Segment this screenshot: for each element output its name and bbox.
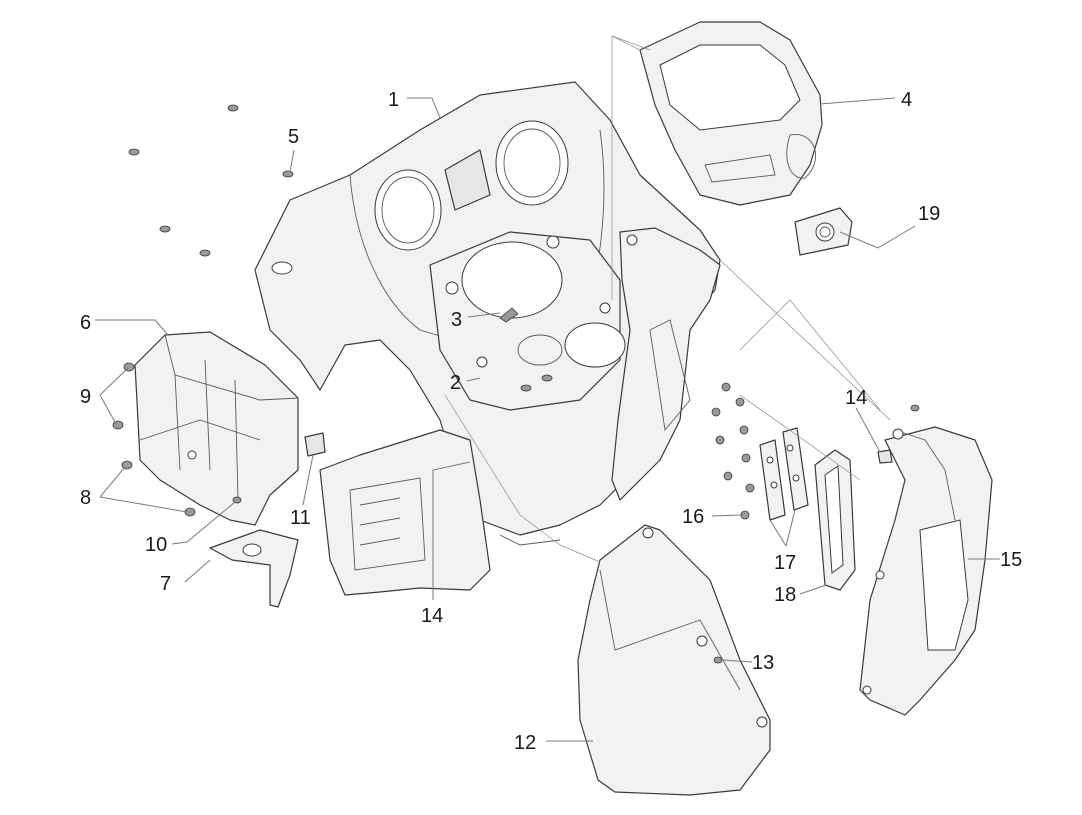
part-11-clip: [304, 432, 326, 457]
part-12-leg-cover: [577, 524, 771, 796]
callout-17: 17: [774, 552, 796, 574]
callout-19: 19: [918, 203, 940, 225]
part-14-clip-right: [877, 449, 893, 464]
callout-3: 3: [451, 309, 462, 331]
part-13-screw: [713, 656, 723, 664]
callout-14-left: 14: [421, 605, 443, 627]
projection-lines: [444, 35, 891, 563]
callout-11: 11: [290, 507, 311, 529]
part-4-instrument-cover: [611, 21, 823, 206]
part-2-fastener: [520, 374, 553, 392]
callout-5: 5: [288, 126, 299, 148]
callout-4: 4: [901, 89, 912, 111]
part-19-switch-cap: [794, 207, 853, 256]
callout-13: 13: [752, 652, 774, 674]
callout-14-right: 14: [845, 387, 867, 409]
part-lower-inner-bracket: [319, 429, 491, 596]
part-right-inner-panel: [611, 227, 721, 501]
part-10-clip: [232, 496, 242, 504]
part-top-screw-right: [910, 404, 920, 412]
part-7-bracket: [209, 529, 299, 608]
callout-8: 8: [80, 487, 91, 509]
part-18-frame: [814, 449, 856, 591]
callout-1: 1: [388, 89, 399, 111]
callout-12: 12: [514, 732, 536, 754]
callout-labels: 1 2 3 4 5 6 7 8 9 10 11 12 13 14 14 15 1…: [80, 89, 1022, 754]
part-6-housing: [134, 331, 299, 526]
leader-lines: [95, 97, 1000, 742]
callout-2: 2: [450, 372, 461, 394]
part-3-clip: [499, 307, 519, 323]
part-15-side-cover: [859, 426, 993, 716]
callout-7: 7: [160, 573, 171, 595]
callout-15: 15: [1000, 549, 1022, 571]
callout-18: 18: [774, 584, 796, 606]
part-16-washers: [711, 382, 755, 520]
callout-10: 10: [145, 534, 167, 556]
callout-9: 9: [80, 386, 91, 408]
part-5-screws: [128, 104, 294, 257]
part-1-front-panel: [254, 81, 721, 546]
callout-6: 6: [80, 312, 91, 334]
part-17-strips: [759, 427, 809, 521]
callout-16: 16: [682, 506, 704, 528]
